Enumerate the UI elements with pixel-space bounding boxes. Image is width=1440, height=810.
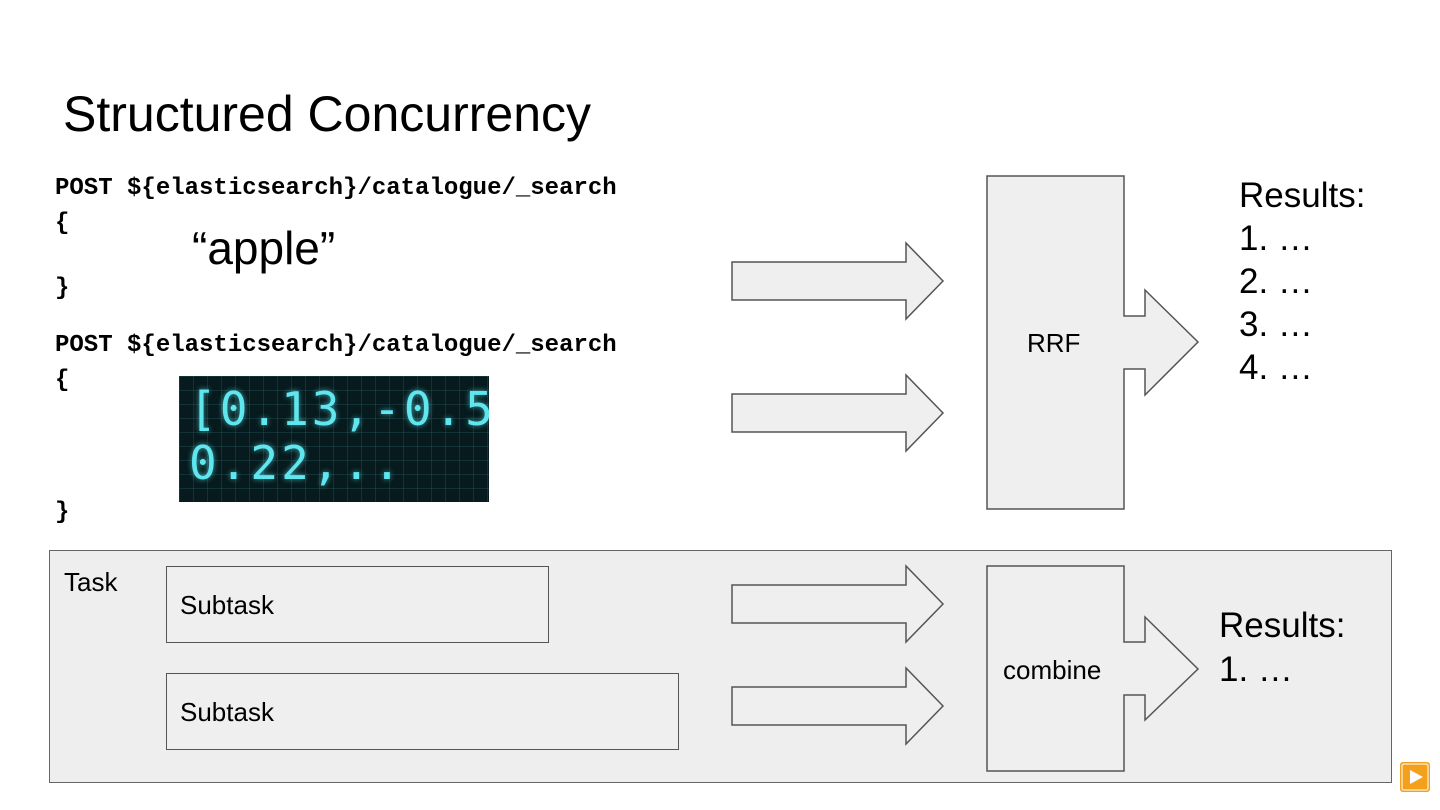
- combine-label: combine: [1003, 655, 1102, 685]
- subtask-label: Subtask: [180, 697, 274, 727]
- request-2-close-brace: }: [55, 499, 70, 526]
- vector-image: [0.13,-0.55, 0.22,..: [179, 376, 489, 502]
- subtask-box-2: Subtask: [166, 673, 679, 750]
- request-1-line: POST ${elasticsearch}/catalogue/_search: [55, 175, 617, 202]
- vector-line-1: [0.13,-0.55,: [189, 382, 489, 436]
- query-text: “apple”: [192, 222, 336, 274]
- task-label: Task: [64, 567, 118, 597]
- request-2-open-brace: {: [55, 367, 70, 394]
- arrow-subtask-1: [731, 564, 945, 644]
- arrow-request-2: [731, 373, 945, 453]
- play-icon: [1401, 763, 1429, 791]
- rrf-result-item: 2. …: [1239, 262, 1313, 301]
- rrf-result-item: 3. …: [1239, 305, 1313, 344]
- subtask-label: Subtask: [180, 590, 274, 620]
- slide-title: Structured Concurrency: [63, 86, 592, 142]
- request-1-close-brace: }: [55, 275, 70, 302]
- subtask-box-1: Subtask: [166, 566, 549, 643]
- rrf-result-item: 1. …: [1239, 219, 1313, 258]
- rrf-results-heading: Results:: [1239, 176, 1366, 215]
- rrf-result-item: 4. …: [1239, 348, 1313, 387]
- arrow-request-1: [731, 241, 945, 321]
- arrow-subtask-2: [731, 666, 945, 746]
- rrf-shape: [986, 175, 1200, 510]
- task-result-item: 1. …: [1219, 650, 1293, 689]
- combine-shape: [986, 565, 1200, 772]
- request-1-open-brace: {: [55, 210, 70, 237]
- rrf-label: RRF: [1027, 328, 1081, 358]
- play-button[interactable]: [1400, 762, 1430, 792]
- task-results-heading: Results:: [1219, 606, 1346, 645]
- vector-line-2: 0.22,..: [189, 436, 404, 490]
- request-2-line: POST ${elasticsearch}/catalogue/_search: [55, 332, 617, 359]
